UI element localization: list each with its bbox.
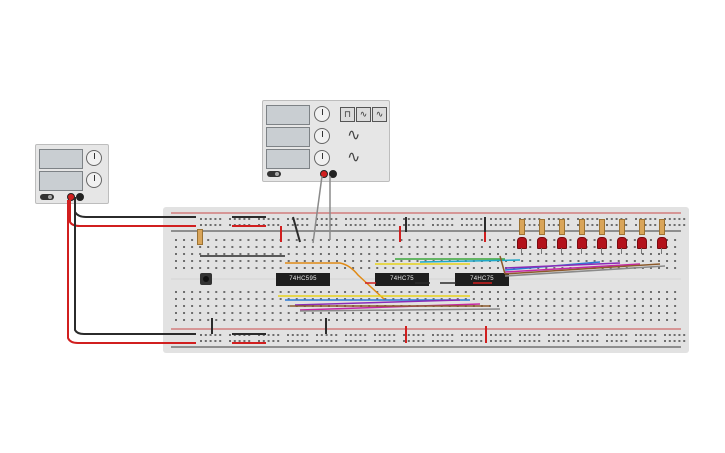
sine-wave-icon: ∿ xyxy=(347,149,361,166)
power-switch-icon[interactable] xyxy=(40,194,54,200)
output-negative-terminal[interactable] xyxy=(329,170,337,178)
breadboard[interactable]: 74HC595 74HC75 74HC75 xyxy=(163,207,689,353)
amplitude-display xyxy=(266,127,310,147)
current-knob[interactable] xyxy=(86,172,102,188)
led-resistor xyxy=(659,219,665,235)
red-led[interactable] xyxy=(657,237,667,249)
offset-display xyxy=(266,149,310,169)
red-led[interactable] xyxy=(597,237,607,249)
red-led[interactable] xyxy=(517,237,527,249)
square-wave-button[interactable]: ⊓ xyxy=(340,107,355,122)
chip-74hc75-b[interactable]: 74HC75 xyxy=(455,273,509,286)
resistor xyxy=(197,229,203,245)
push-button[interactable] xyxy=(200,273,212,285)
led-leg xyxy=(661,248,662,254)
negative-terminal[interactable] xyxy=(76,193,84,201)
led-resistor xyxy=(599,219,605,235)
led-resistor xyxy=(539,219,545,235)
amplitude-knob[interactable] xyxy=(314,128,330,144)
current-display xyxy=(39,171,83,191)
led-leg xyxy=(561,248,562,254)
led-leg xyxy=(621,248,622,254)
frequency-display xyxy=(266,105,310,125)
led-resistor xyxy=(519,219,525,235)
led-leg xyxy=(581,248,582,254)
led-leg xyxy=(601,248,602,254)
red-led[interactable] xyxy=(557,237,567,249)
led-resistor xyxy=(639,219,645,235)
positive-terminal[interactable] xyxy=(67,193,75,201)
voltage-display xyxy=(39,149,83,169)
led-resistor xyxy=(559,219,565,235)
dc-power-supply[interactable] xyxy=(35,144,109,204)
offset-knob[interactable] xyxy=(314,150,330,166)
voltage-knob[interactable] xyxy=(86,150,102,166)
chip-74hc75-a[interactable]: 74HC75 xyxy=(375,273,429,286)
led-leg xyxy=(541,248,542,254)
frequency-knob[interactable] xyxy=(314,106,330,122)
sine-wave-icon: ∿ xyxy=(347,127,361,144)
output-positive-terminal[interactable] xyxy=(320,170,328,178)
triangle-wave-button[interactable]: ∿ xyxy=(356,107,371,122)
led-resistor xyxy=(619,219,625,235)
led-leg xyxy=(641,248,642,254)
power-switch-icon[interactable] xyxy=(267,171,281,177)
sine-wave-button[interactable]: ∿ xyxy=(372,107,387,122)
red-led[interactable] xyxy=(537,237,547,249)
function-generator[interactable]: ⊓ ∿ ∿ ∿ ∿ xyxy=(262,100,390,182)
red-led[interactable] xyxy=(617,237,627,249)
led-resistor xyxy=(579,219,585,235)
red-led[interactable] xyxy=(577,237,587,249)
red-led[interactable] xyxy=(637,237,647,249)
led-leg xyxy=(521,248,522,254)
chip-74hc595[interactable]: 74HC595 xyxy=(276,273,330,286)
